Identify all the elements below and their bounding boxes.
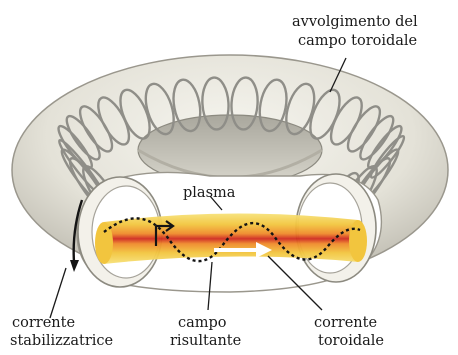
- label-toroidal-line2: toroidale: [318, 333, 384, 349]
- label-field-line1: campo: [178, 315, 227, 331]
- label-winding-line1: avvolgimento del: [292, 14, 418, 30]
- label-stabilizing-line1: corrente: [12, 315, 75, 331]
- label-winding-line2: campo toroidale: [298, 33, 417, 49]
- label-field-line2: risultante: [170, 333, 241, 349]
- label-toroidal-line1: corrente: [314, 315, 377, 331]
- label-plasma: plasma: [183, 185, 236, 201]
- plasma-column: [95, 213, 367, 264]
- label-stabilizing-line2: stabilizzatrice: [10, 333, 113, 349]
